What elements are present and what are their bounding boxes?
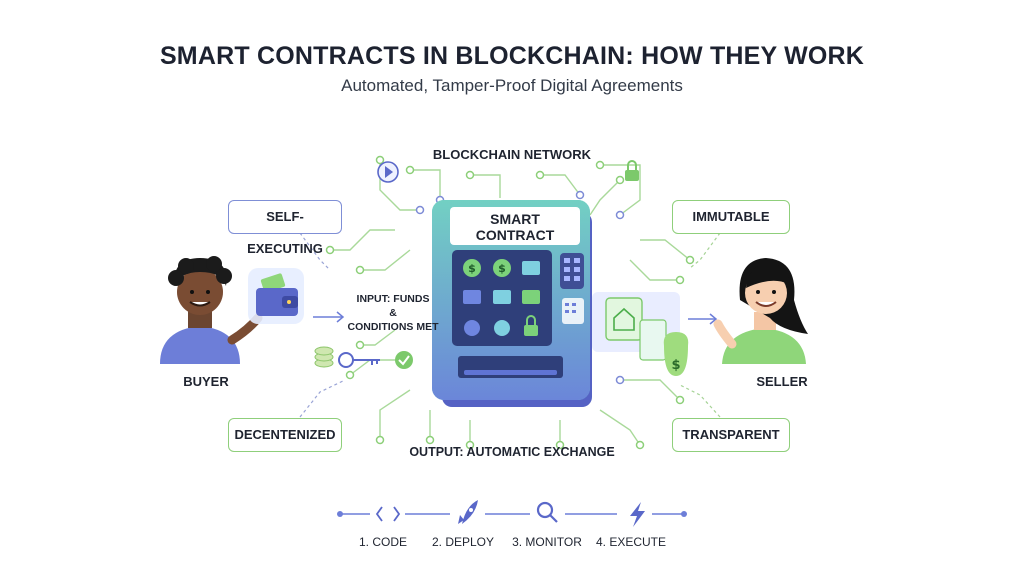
step-deploy-label: 2. DEPLOY	[431, 535, 495, 549]
output-label: OUTPUT: AUTOMATIC EXCHANGE	[409, 445, 615, 459]
padlock-icon	[625, 160, 639, 181]
smart-contract-title-line1: SMART	[490, 211, 540, 227]
page-subtitle: Automated, Tamper-Proof Digital Agreemen…	[341, 76, 683, 95]
feature-decentralized: DECENTENIZED	[228, 418, 342, 452]
lightning-icon	[630, 502, 645, 527]
svg-text:$: $	[468, 262, 476, 275]
smart-contract-title-line2: CONTRACT	[475, 227, 555, 243]
buyer-figure	[160, 256, 263, 364]
input-label-line1: INPUT: FUNDS	[356, 293, 430, 305]
play-icon	[377, 161, 399, 183]
input-label-line3: CONDITIONS MET	[347, 321, 439, 333]
coin-icon: $	[493, 259, 511, 277]
asset-transfer-panel: $	[592, 292, 689, 376]
svg-text:$: $	[671, 358, 680, 373]
wallet-icon	[248, 268, 304, 324]
network-nodes	[325, 155, 695, 450]
coin-icon: $	[463, 259, 481, 277]
svg-text:$: $	[498, 262, 506, 275]
input-label: INPUT: FUNDS & CONDITIONS MET	[344, 292, 442, 334]
rocket-icon	[458, 500, 478, 524]
flow-arrows	[313, 311, 718, 325]
buyer-label: BUYER	[183, 374, 229, 389]
feature-immutable: IMMUTABLE	[672, 200, 790, 234]
smart-contract-title: SMART CONTRACT	[450, 211, 580, 243]
network-circuit	[330, 160, 691, 446]
network-label: BLOCKCHAIN NETWORK	[432, 147, 592, 162]
step-code-label: 1. CODE	[358, 535, 407, 549]
coin-stack-icon	[314, 346, 334, 368]
house-icon	[613, 307, 635, 331]
feature-transparent: TRANSPARENT	[672, 418, 790, 452]
checkmark-icon	[395, 351, 413, 369]
step-monitor-label: 3. MONITOR	[512, 535, 582, 549]
seller-label: SELLER	[756, 374, 808, 389]
seller-figure	[713, 258, 808, 364]
smart-contract-machine: $ $	[432, 200, 592, 407]
magnifier-icon	[536, 501, 558, 523]
money-bag-icon: $	[663, 332, 689, 376]
step-execute-label: 4. EXECUTE	[595, 535, 667, 549]
code-brackets-icon	[375, 506, 401, 522]
input-label-line2: &	[389, 307, 397, 319]
feature-self-executing: SELF-EXECUTING	[228, 200, 342, 256]
page-title: SMART CONTRACTS IN BLOCKCHAIN: HOW THEY …	[159, 42, 865, 70]
padlock-icon	[524, 315, 538, 336]
key-icon	[338, 352, 380, 368]
